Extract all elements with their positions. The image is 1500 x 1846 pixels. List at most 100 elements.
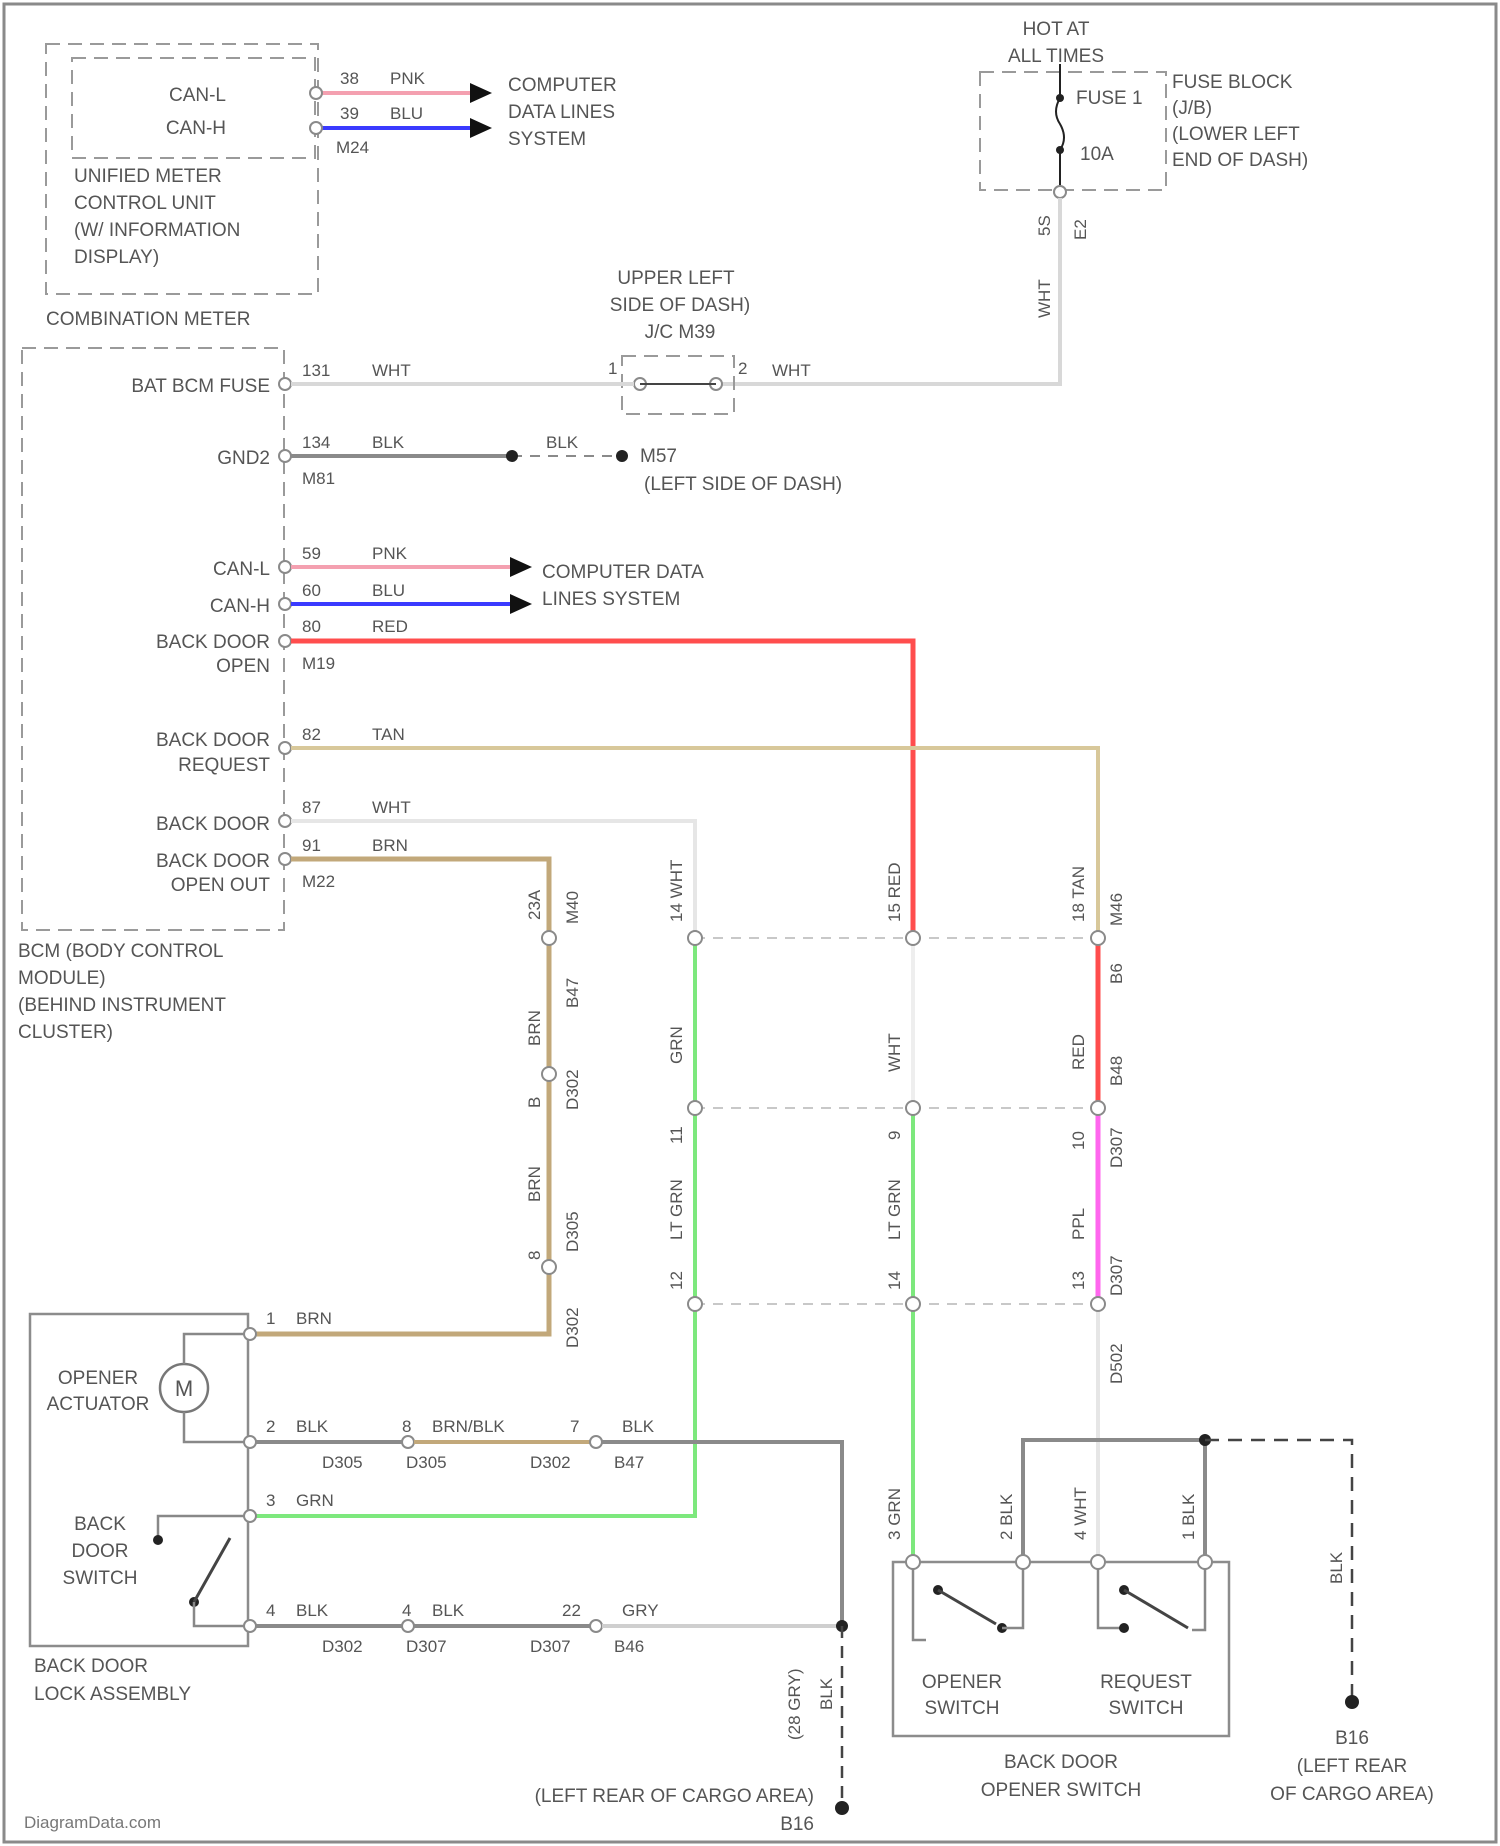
- jc-label-line2: SIDE OF DASH): [610, 295, 750, 316]
- bcm-pin-label: BAT BCM FUSE: [131, 376, 270, 397]
- fuse-block-label-line2: (J/B): [1172, 98, 1212, 119]
- opener-pin-label: 3 GRN: [885, 1488, 904, 1540]
- ground-right-wire: BLK: [1327, 1551, 1346, 1584]
- lock-wire: BRN: [296, 1309, 332, 1328]
- bcm-pin-connector: [279, 635, 291, 647]
- opener-pin-label: 2 BLK: [997, 1493, 1016, 1540]
- fuse-connector: [1054, 186, 1066, 198]
- unified-meter-box: [72, 58, 315, 158]
- meter-destination-line1: COMPUTER: [508, 75, 617, 96]
- bcm-pin-label-open: OPEN: [216, 656, 270, 677]
- combination-meter-label: COMBINATION METER: [46, 309, 250, 330]
- bcm-pin-label: GND2: [217, 448, 270, 469]
- bcm-can-dest-line1: COMPUTER DATA: [542, 562, 704, 583]
- connector-pin: [688, 1101, 702, 1115]
- opener-pin-wire: GRN: [885, 1488, 904, 1526]
- chain-conn: B47: [614, 1453, 644, 1472]
- bcm-pin-num: 59: [302, 544, 321, 563]
- lock-conn: D302: [322, 1637, 363, 1656]
- col1-wire2: BRN: [525, 1166, 544, 1202]
- col1-top-pin: 23A: [525, 889, 544, 920]
- col2-mid-wire: GRN: [667, 1026, 686, 1064]
- ground-left-conn: (28 GRY): [785, 1669, 804, 1741]
- opener-pin-4: [1091, 1555, 1105, 1569]
- bcm-pin-num: 134: [302, 433, 330, 452]
- lock-pin-num: 2: [266, 1417, 275, 1436]
- meter-pin-connector: [310, 87, 322, 99]
- chain-wire: BLK: [622, 1417, 655, 1436]
- ground-left-loc: (LEFT REAR OF CARGO AREA): [535, 1786, 814, 1807]
- meter-destination-line2: DATA LINES: [508, 102, 615, 123]
- bcm-pin-num: 91: [302, 836, 321, 855]
- arrow-bcm-can-h: [510, 594, 532, 614]
- bcm-connector-m19: M19: [302, 654, 335, 673]
- col3-top: 15 RED: [885, 862, 904, 922]
- lock-wire: BLK: [296, 1601, 329, 1620]
- bcm-pin-num: 60: [302, 581, 321, 600]
- switch-contact: [153, 1535, 163, 1545]
- opener-pin-num: 4: [1071, 1531, 1090, 1540]
- chain-pin: 22: [562, 1601, 581, 1620]
- meter-unit-label-line1: UNIFIED METER: [74, 166, 222, 187]
- col2-top: 14 WHT: [667, 860, 686, 922]
- ground-wire-color: BLK: [546, 433, 579, 452]
- fuse-icon: [1056, 98, 1064, 150]
- chain-wire: GRY: [622, 1601, 659, 1620]
- bcm-pin-label: CAN-H: [210, 596, 270, 617]
- col2-wire2: LT GRN: [667, 1179, 686, 1240]
- sw1-label-line2: SWITCH: [925, 1698, 1000, 1719]
- bcm-pin-label-back-door-2: BACK DOOR: [156, 730, 270, 751]
- bcm-pin-num: 82: [302, 725, 321, 744]
- col3-top-pin: 15: [885, 903, 904, 922]
- lock-assembly-label-line1: BACK DOOR: [34, 1656, 148, 1677]
- bcm-wire-color: WHT: [372, 798, 411, 817]
- actuator-label-line2: ACTUATOR: [47, 1394, 150, 1415]
- opener-pin-wire: BLK: [1179, 1493, 1198, 1526]
- bcm-wire-color: BRN: [372, 836, 408, 855]
- col3-mid-wire: WHT: [885, 1033, 904, 1072]
- bcm-pin-connector: [279, 853, 291, 865]
- jc-label-line3: J/C M39: [645, 322, 716, 343]
- bcm-pin-label: BACK DOOR: [156, 814, 270, 835]
- fuse-wire-color: WHT: [1035, 279, 1054, 318]
- opener-switch-label-line1: BACK DOOR: [1004, 1752, 1118, 1773]
- meter-pin-label-can-l: CAN-L: [169, 85, 226, 106]
- col1-conn3: D305: [563, 1211, 582, 1252]
- lock-chain-conn: [402, 1620, 414, 1632]
- connector-pin: [906, 931, 920, 945]
- ground-b16-right: [1345, 1695, 1359, 1709]
- arrow-bcm-can-l: [510, 557, 532, 577]
- col4-top: 18 TAN: [1069, 866, 1088, 922]
- bcm-can-dest-line2: LINES SYSTEM: [542, 589, 680, 610]
- col4-conn5: D502: [1107, 1343, 1126, 1384]
- col1-wire1: BRN: [525, 1010, 544, 1046]
- ground-m57-dot: [616, 450, 628, 462]
- back-door-lock-assembly: BACK DOOR LOCK ASSEMBLY OPENER ACTUATOR …: [30, 1309, 849, 1835]
- bcm-pin-label-back-door-3: BACK DOOR: [156, 851, 270, 872]
- connector-pin: [906, 1297, 920, 1311]
- bcm-pin-label-request: REQUEST: [178, 755, 270, 776]
- bcm-pin-connector: [279, 378, 291, 390]
- connector-pin: [1091, 1297, 1105, 1311]
- col4-conn-mid: B48: [1107, 1056, 1126, 1086]
- opener-pin-label: 4 WHT: [1071, 1487, 1090, 1540]
- actuator-label-line1: OPENER: [58, 1368, 138, 1389]
- lock-conn: D305: [322, 1453, 363, 1472]
- fuse-block: HOT AT ALL TIMES FUSE 1 10A FUSE BLOCK (…: [721, 19, 1308, 384]
- lock-pin-num: 3: [266, 1491, 275, 1510]
- bcm-connector-m81: M81: [302, 469, 335, 488]
- meter-pin-connector: [310, 122, 322, 134]
- col2-top-pin: 14: [667, 903, 686, 922]
- opener-pin-1: [1198, 1555, 1212, 1569]
- opener-pin-num: 3: [885, 1531, 904, 1540]
- col4-top-pin: 18: [1069, 903, 1088, 922]
- chain-wire: BLK: [432, 1601, 465, 1620]
- opener-pin-2: [1016, 1555, 1030, 1569]
- bcm-connector-m22: M22: [302, 872, 335, 891]
- col4-conn2: B6: [1107, 963, 1126, 984]
- col4-pin3: 13: [1069, 1271, 1088, 1290]
- motor-symbol: M: [175, 1376, 193, 1401]
- bcm-wire-color: BLU: [372, 581, 405, 600]
- ground-right-loc-line1: (LEFT REAR: [1297, 1756, 1408, 1777]
- arrow-meter-can-h: [470, 118, 492, 138]
